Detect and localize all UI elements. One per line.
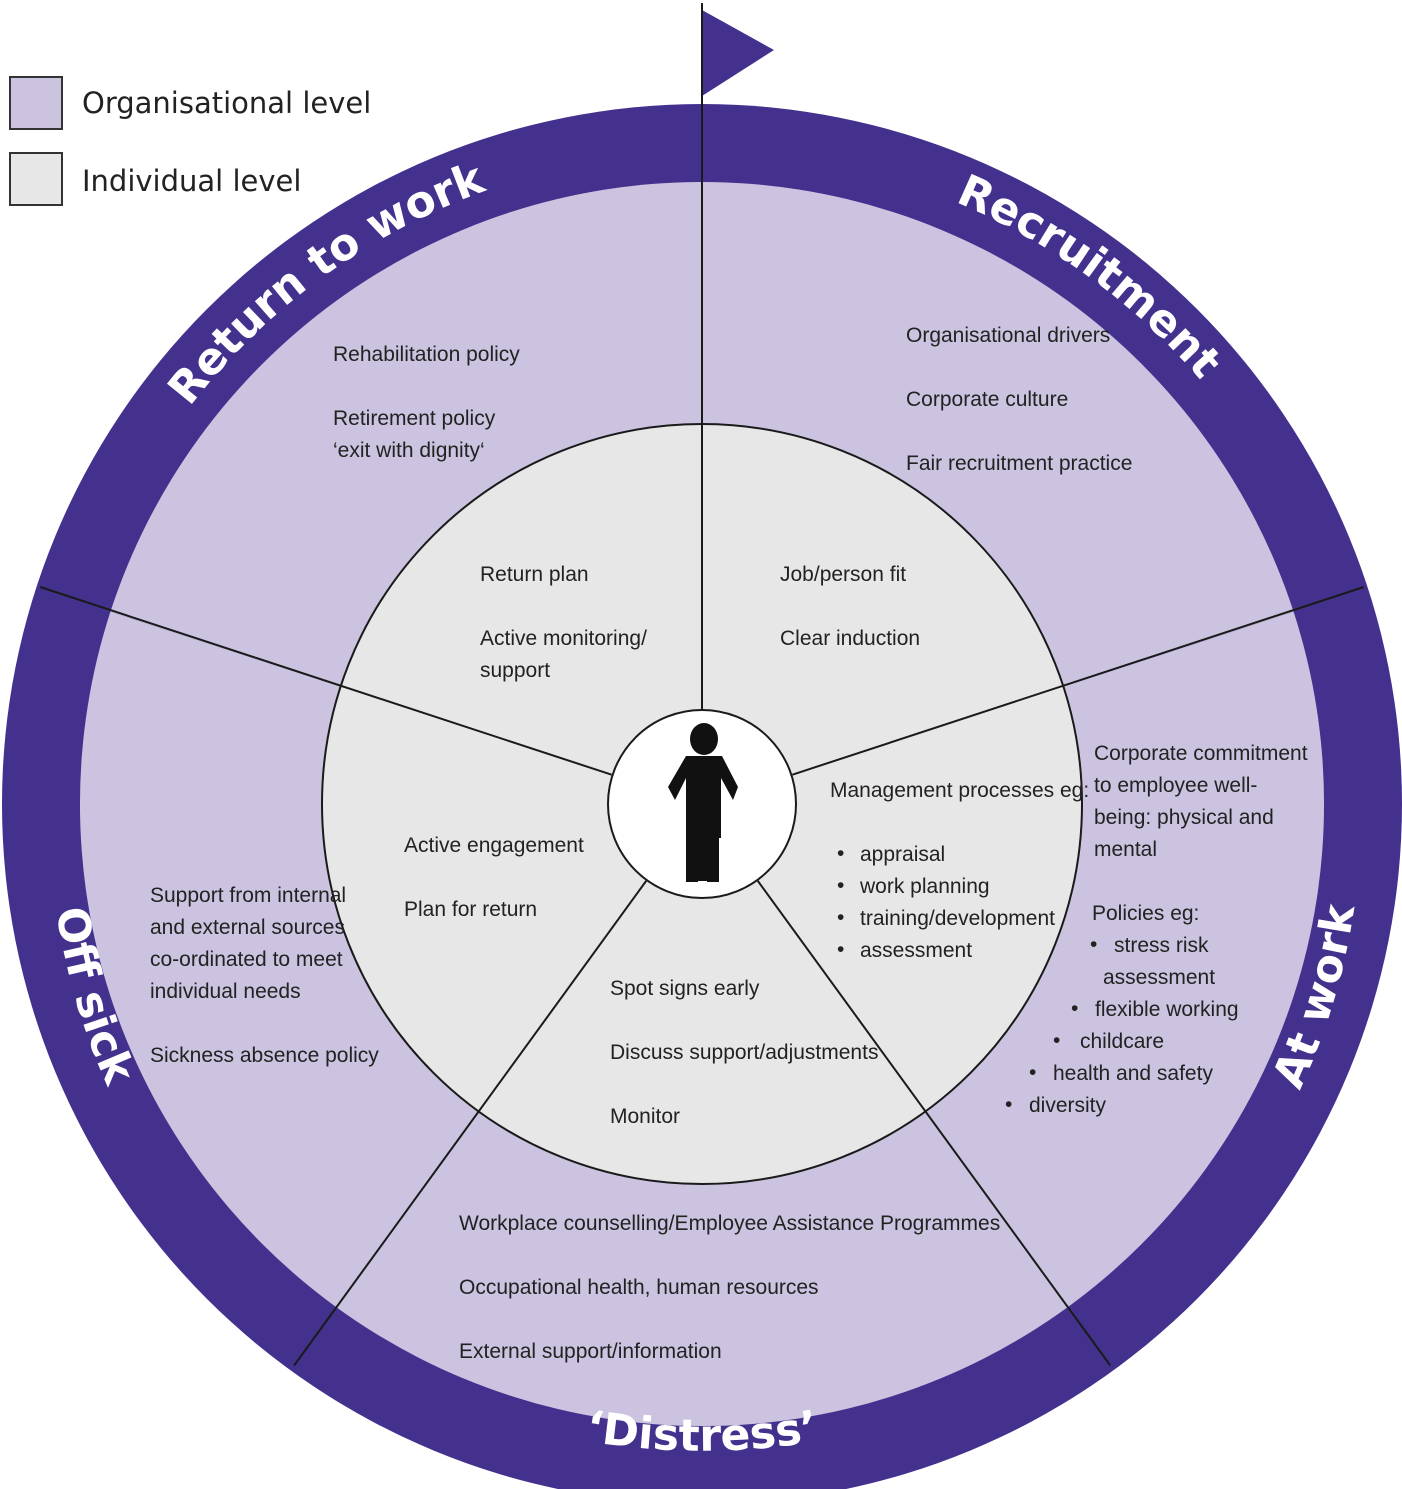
- triangle-right-icon: [702, 10, 774, 96]
- org-item: Retirement policy: [333, 407, 496, 430]
- org-item: childcare: [1080, 1030, 1164, 1053]
- individual-item: work planning: [859, 875, 990, 898]
- legend-label-individual: Individual level: [82, 164, 302, 198]
- individual-item: Discuss support/adjustments: [610, 1041, 878, 1064]
- individual-item: Active monitoring/: [480, 627, 647, 650]
- individual-item: Spot signs early: [610, 977, 760, 1000]
- divider-line: [792, 586, 1365, 776]
- org-item: Corporate culture: [906, 388, 1068, 411]
- individual-item: Plan for return: [404, 898, 537, 921]
- divider-line: [756, 880, 1112, 1367]
- org-item: Rehabilitation policy: [333, 343, 520, 366]
- org-item: External support/information: [459, 1340, 722, 1363]
- legend-swatch-organisational: [9, 76, 63, 130]
- individual-item: Monitor: [610, 1105, 680, 1128]
- org-item: Organisational drivers: [906, 324, 1110, 347]
- bullet-icon: •: [1053, 1029, 1060, 1052]
- individual-item: Active engagement: [404, 834, 584, 857]
- divider-line: [293, 880, 648, 1367]
- org-item: assessment: [1103, 966, 1215, 989]
- bullet-icon: •: [837, 874, 844, 897]
- org-item: diversity: [1029, 1094, 1107, 1117]
- org-item: Sickness absence policy: [150, 1044, 379, 1067]
- org-item: individual needs: [150, 980, 301, 1003]
- bullet-icon: •: [1005, 1093, 1012, 1116]
- org-item: ‘exit with dignity‘: [333, 439, 485, 462]
- org-item: stress risk: [1114, 934, 1209, 957]
- person-icon: [668, 723, 738, 882]
- individual-item: Job/person fit: [780, 563, 906, 586]
- individual-item: Clear induction: [780, 627, 920, 650]
- individual-item: assessment: [860, 939, 972, 962]
- individual-item: training/development: [860, 907, 1055, 930]
- org-item: co-ordinated to meet: [150, 948, 343, 971]
- bullet-icon: •: [837, 938, 844, 961]
- org-item: Support from internal: [150, 884, 346, 907]
- org-item: and external sources: [150, 916, 345, 939]
- bullet-icon: •: [1090, 933, 1097, 956]
- org-item: Fair recruitment practice: [906, 452, 1132, 475]
- bullet-icon: •: [1029, 1061, 1036, 1084]
- org-item: Corporate commitment: [1094, 742, 1308, 765]
- legend-label-organisational: Organisational level: [82, 86, 372, 120]
- org-item: Workplace counselling/Employee Assistanc…: [459, 1212, 1000, 1235]
- individual-item: Management processes eg:: [830, 779, 1089, 802]
- divider-line: [39, 586, 612, 776]
- individual-item: appraisal: [860, 843, 945, 866]
- legend-swatch-individual: [9, 152, 63, 206]
- org-item: health and safety: [1053, 1062, 1213, 1085]
- bullet-icon: •: [837, 906, 844, 929]
- org-item: flexible working: [1095, 998, 1239, 1021]
- stage-title-distress: ‘Distress’: [583, 1401, 822, 1462]
- individual-item: Return plan: [480, 563, 589, 586]
- org-item: Policies eg:: [1092, 902, 1199, 925]
- svg-text:‘Distress’: ‘Distress’: [583, 1401, 822, 1462]
- org-item: mental: [1094, 838, 1157, 861]
- org-item: Occupational health, human resources: [459, 1276, 819, 1299]
- bullet-icon: •: [1071, 997, 1078, 1020]
- org-item: to employee well-: [1094, 774, 1257, 797]
- individual-item: support: [480, 659, 550, 682]
- org-item: being: physical and: [1094, 806, 1274, 829]
- bullet-icon: •: [837, 842, 844, 865]
